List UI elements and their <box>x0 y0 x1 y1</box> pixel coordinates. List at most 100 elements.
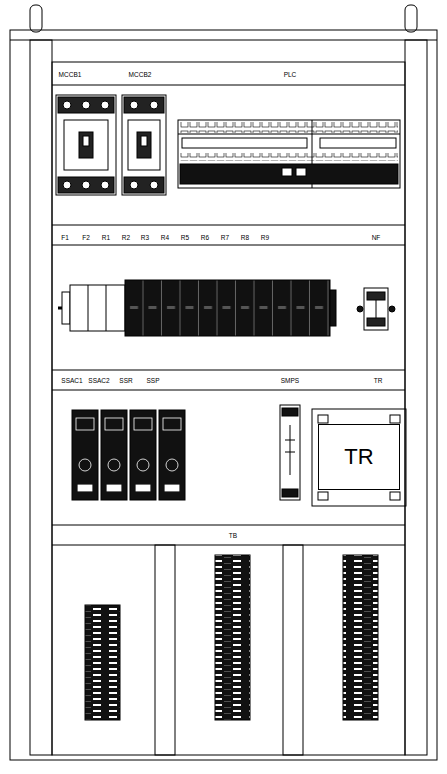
noise-filter <box>367 292 385 300</box>
ssr-relay <box>72 410 98 500</box>
terminal-strip <box>85 555 378 720</box>
mccb-breaker <box>79 132 93 158</box>
mccb-breaker <box>122 95 166 195</box>
plc-unit <box>178 120 400 188</box>
component-label: R1 <box>101 235 111 242</box>
component-label: SSR <box>118 378 133 385</box>
mccb-breaker <box>150 101 158 109</box>
ssr-relay <box>137 459 149 471</box>
component-label: PLC <box>283 72 298 79</box>
terminal-block-row <box>70 285 125 331</box>
plc-unit <box>282 168 292 176</box>
mccb-breaker <box>124 97 164 113</box>
component-name: TR <box>344 446 373 468</box>
mccb-breaker <box>101 101 109 109</box>
mccb-breaker <box>56 95 116 195</box>
terminal-strip <box>85 605 120 720</box>
smps-unit <box>285 440 295 441</box>
cabinet-frame <box>52 225 405 226</box>
mccb-breaker <box>63 181 71 189</box>
mccb-breaker <box>83 136 89 146</box>
transformer-detail <box>390 492 400 500</box>
mccb-breaker <box>150 181 158 189</box>
cabinet-frame <box>52 545 405 546</box>
component-label: TB <box>228 533 238 540</box>
ssr-relay <box>136 485 150 491</box>
transformer-detail <box>312 409 406 506</box>
cabinet-frame <box>52 525 405 526</box>
terminal-block-row <box>62 292 70 324</box>
plc-unit <box>182 138 307 148</box>
ssr-relay <box>163 418 181 430</box>
transformer-detail <box>312 409 406 506</box>
smps-unit <box>282 408 298 416</box>
terminal-block-row <box>125 280 330 336</box>
mccb-breaker <box>56 95 116 195</box>
cabinet-frame <box>52 390 405 391</box>
cabinet-frame <box>52 62 405 755</box>
cabinet-frame <box>10 40 437 41</box>
smps-unit <box>285 452 295 453</box>
transformer-detail <box>390 415 400 423</box>
transformer-detail <box>318 492 328 500</box>
cabinet-frame <box>30 40 52 755</box>
ssr-relay <box>108 459 120 471</box>
ssr-relay <box>76 418 94 430</box>
component-label: SSAC1 <box>60 378 83 385</box>
terminal-block-row <box>330 290 336 326</box>
cabinet-frame <box>405 5 417 32</box>
mccb-breaker <box>58 97 114 113</box>
noise-filter <box>364 288 388 330</box>
ssr-relay <box>105 418 123 430</box>
smps-unit <box>282 489 298 497</box>
ssr-relay <box>134 418 152 430</box>
ssr-relay <box>101 410 127 500</box>
component-label: R4 <box>160 235 170 242</box>
mccb-breaker <box>130 181 138 189</box>
noise-filter <box>357 306 363 312</box>
cabinet-frame <box>52 245 405 246</box>
plc-unit <box>180 164 398 184</box>
ssr-relay <box>165 485 179 491</box>
ssr-relay <box>72 410 185 500</box>
cabinet-frame <box>52 85 405 86</box>
cabinet-frame <box>155 545 175 755</box>
ssr-relay <box>79 459 91 471</box>
mccb-breaker <box>63 101 71 109</box>
ssr-relay <box>130 410 156 500</box>
cabinet-frame <box>30 5 42 32</box>
plc-unit <box>296 168 306 176</box>
component-label: R9 <box>260 235 270 242</box>
component-label: R6 <box>200 235 210 242</box>
component-label: R2 <box>121 235 131 242</box>
component-label: R3 <box>140 235 150 242</box>
mccb-breaker <box>128 120 160 170</box>
plc-unit <box>180 122 398 133</box>
plc-unit <box>178 120 400 188</box>
cabinet-frame <box>283 545 303 755</box>
mccb-breaker <box>64 120 108 170</box>
component-label: SSAC2 <box>87 378 110 385</box>
smps-unit <box>280 405 300 500</box>
smps-unit <box>290 425 291 475</box>
component-label: TR <box>373 378 384 385</box>
transformer-detail <box>318 415 328 423</box>
component-label: SSP <box>145 378 160 385</box>
ssr-relay <box>159 410 185 500</box>
mccb-breaker <box>58 177 114 193</box>
component-label: F1 <box>60 235 70 242</box>
cabinet-frame <box>10 30 437 760</box>
component-label: NF <box>371 235 382 242</box>
noise-filter <box>376 300 377 318</box>
component-label: F2 <box>81 235 91 242</box>
ssr-relay <box>107 485 121 491</box>
component-label: MCCB1 <box>58 72 83 79</box>
terminal-block-row <box>58 280 336 336</box>
ssr-relay <box>166 459 178 471</box>
cabinet-frame <box>10 5 437 760</box>
mccb-breaker <box>141 136 147 146</box>
terminal-block-row <box>106 285 107 331</box>
cabinet-frame <box>52 370 405 371</box>
